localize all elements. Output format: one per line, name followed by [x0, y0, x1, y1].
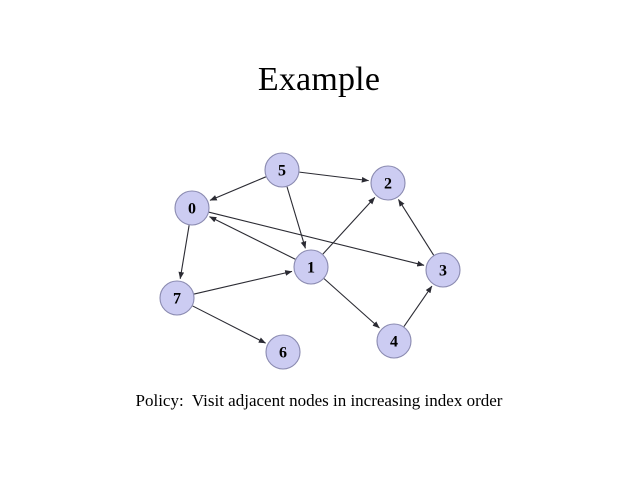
node-label-4: 4 [390, 334, 398, 351]
node-label-0: 0 [188, 201, 196, 218]
graph-edges [178, 171, 435, 344]
node-circle-7[interactable] [159, 280, 195, 316]
graph-edge-0-to-3 [208, 211, 425, 267]
graph-node-5[interactable]: 5 [264, 152, 300, 188]
graph-node-7[interactable]: 7 [159, 280, 195, 316]
node-circle-2[interactable] [370, 165, 406, 201]
graph-edge-7-to-1 [193, 270, 293, 295]
graph-edge-3-to-2 [397, 199, 435, 256]
node-circle-4[interactable] [376, 323, 412, 359]
node-circle-0[interactable] [174, 190, 210, 226]
node-label-1: 1 [307, 260, 315, 277]
node-label-5: 5 [278, 163, 286, 180]
graph-node-0[interactable]: 0 [174, 190, 210, 226]
graph-nodes: 0 1 2 3 4 5 6 7 [159, 152, 461, 370]
node-label-6: 6 [279, 345, 287, 362]
graph-node-2[interactable]: 2 [370, 165, 406, 201]
graph-edge-1-to-4 [323, 278, 380, 329]
graph-edge-1-to-2 [322, 196, 376, 255]
node-circle-3[interactable] [425, 252, 461, 288]
graph-edge-7-to-6 [192, 305, 266, 344]
node-circle-5[interactable] [264, 152, 300, 188]
graph-edge-0-to-7 [178, 225, 190, 280]
graph-edge-5-to-0 [209, 176, 267, 201]
node-label-3: 3 [439, 263, 447, 280]
graph-edge-5-to-2 [299, 171, 369, 183]
node-circle-6[interactable] [265, 334, 301, 370]
node-label-7: 7 [173, 291, 181, 308]
graph-node-4[interactable]: 4 [376, 323, 412, 359]
page-title: Example [257, 61, 381, 98]
graph-node-1[interactable]: 1 [293, 249, 329, 285]
policy-caption: Policy: Visit adjacent nodes in increasi… [135, 391, 503, 410]
graph-edge-5-to-1 [286, 186, 307, 249]
graph-node-3[interactable]: 3 [425, 252, 461, 288]
node-circle-1[interactable] [293, 249, 329, 285]
graph-edge-4-to-3 [403, 285, 433, 327]
node-label-2: 2 [384, 176, 392, 193]
graph-edge-1-to-0 [209, 216, 296, 260]
graph-node-6[interactable]: 6 [265, 334, 301, 370]
